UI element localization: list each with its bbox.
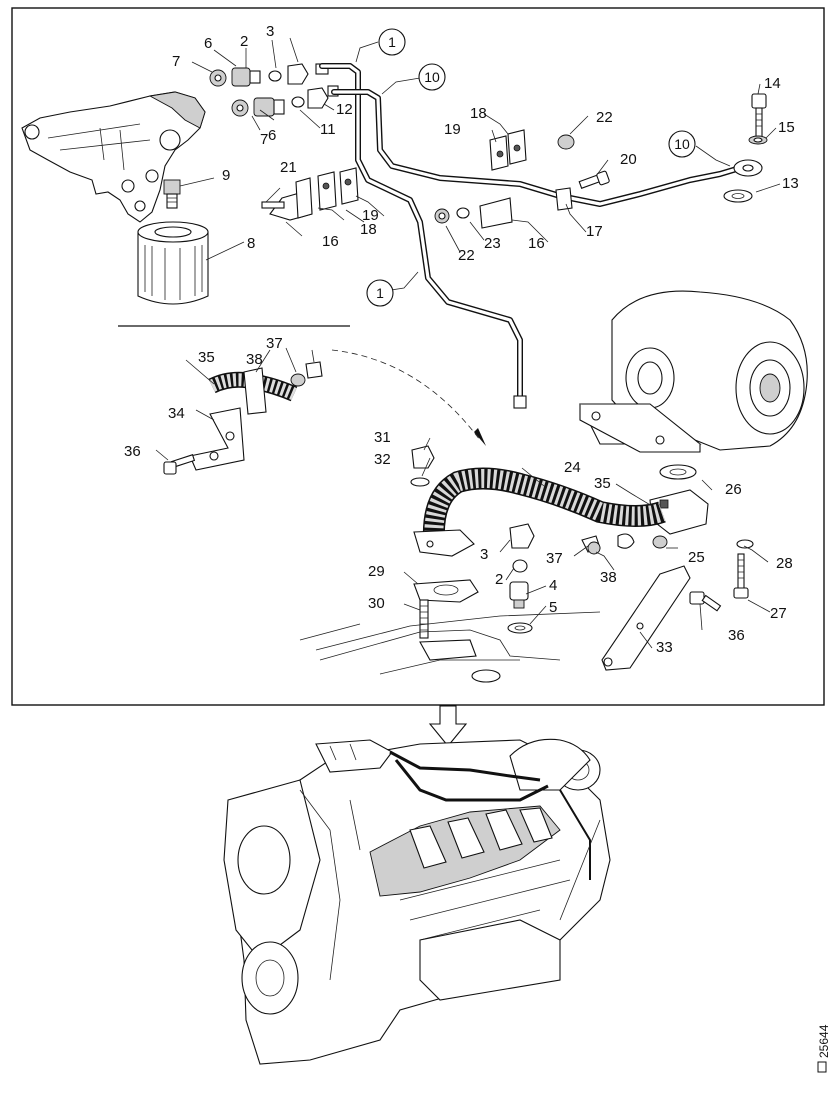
callout-2b: 2	[495, 571, 503, 588]
sub-detail-assembly	[163, 361, 323, 475]
callout-2a: 2	[240, 33, 248, 50]
callout-23: 23	[484, 235, 501, 252]
bolt-27	[733, 539, 754, 599]
oil-pipe-10	[331, 89, 743, 207]
stud-30	[419, 599, 429, 639]
callout-8: 8	[247, 235, 255, 252]
gasket-29	[413, 579, 479, 603]
callout-16a: 16	[322, 233, 339, 250]
callout-25: 25	[688, 549, 705, 566]
circled-callout-10a: 10	[418, 63, 446, 91]
callout-15: 15	[778, 119, 795, 136]
callout-14: 14	[764, 75, 781, 92]
callout-32: 32	[374, 451, 391, 468]
callout-22a: 22	[596, 109, 613, 126]
callout-19a: 19	[444, 121, 461, 138]
callout-7a: 7	[172, 53, 180, 70]
bolt-36-right	[689, 591, 722, 612]
callout-36a: 36	[124, 443, 141, 460]
callout-20: 20	[620, 151, 637, 168]
callout-34: 34	[168, 405, 185, 422]
svg-text:10: 10	[424, 69, 440, 85]
support-bracket-33	[601, 565, 691, 671]
svg-text:1: 1	[376, 285, 384, 301]
callout-31: 31	[374, 429, 391, 446]
callout-17: 17	[586, 223, 603, 240]
oil-pipe-1	[319, 63, 527, 409]
clamp-bracket-right	[434, 170, 610, 229]
turbocharger-detail	[579, 290, 808, 453]
callout-6a: 6	[204, 35, 212, 52]
oil-filter-housing	[21, 91, 206, 223]
oil-filter	[137, 221, 209, 305]
filter-nipple	[163, 179, 181, 209]
callout-35a: 35	[198, 349, 215, 366]
callout-9: 9	[222, 167, 230, 184]
svg-text:1: 1	[388, 34, 396, 50]
locator-arrow	[428, 705, 468, 747]
detail-frame	[11, 7, 825, 706]
callout-37a: 37	[266, 335, 283, 352]
callout-18b: 18	[360, 221, 377, 238]
crankcase-outline	[299, 611, 601, 683]
callout-38a: 38	[246, 351, 263, 368]
callout-24: 24	[564, 459, 581, 476]
circled-callout-10b: 10	[668, 130, 696, 158]
callout-27: 27	[770, 605, 787, 622]
callout-21: 21	[280, 159, 297, 176]
callout-16b: 16	[528, 235, 545, 252]
callout-3b: 3	[480, 546, 488, 563]
callout-26: 26	[725, 481, 742, 498]
gasket-26	[659, 464, 697, 480]
callout-11: 11	[320, 121, 336, 138]
callout-19b: 19	[362, 207, 379, 224]
banjo-connection	[723, 159, 763, 203]
figure-reference-number: 25644	[817, 1024, 831, 1058]
engine-overview	[223, 738, 611, 1065]
fitting-stack-center	[507, 523, 535, 634]
callout-7b: 7	[260, 131, 268, 148]
callout-38b: 38	[600, 569, 617, 586]
callout-3a: 3	[266, 23, 274, 40]
callout-37b: 37	[546, 550, 563, 567]
sub-detail-arrow	[331, 349, 481, 441]
callout-33: 33	[656, 639, 673, 656]
callout-6b: 6	[268, 127, 276, 144]
callout-29: 29	[368, 563, 385, 580]
fittings-upper-row	[209, 63, 329, 87]
callout-18a: 18	[470, 105, 487, 122]
leader-lines	[155, 37, 781, 649]
circled-callout-1b: 1	[366, 279, 394, 307]
callout-4: 4	[549, 577, 557, 594]
callout-28: 28	[776, 555, 793, 572]
callout-12: 12	[336, 101, 353, 118]
figure-reference-mark	[817, 1061, 827, 1073]
callout-36b: 36	[728, 627, 745, 644]
circled-callout-1a: 1	[378, 28, 406, 56]
sub-detail-arrowhead	[474, 428, 486, 446]
callout-35b: 35	[594, 475, 611, 492]
nut-31	[410, 445, 435, 487]
clamp-bracket-upper	[489, 129, 575, 171]
callout-13: 13	[782, 175, 799, 192]
svg-text:10: 10	[674, 136, 690, 152]
callout-labels: 2 2 3 3 4 5 6 6 7 7 8 9 11 12 13 14 15 1…	[124, 23, 799, 656]
banjo-bolt	[748, 93, 768, 145]
clamp-bracket-middle	[261, 167, 359, 221]
callout-30: 30	[368, 595, 385, 612]
fittings-lower-row	[231, 85, 339, 117]
callout-5: 5	[549, 599, 557, 616]
return-hose	[413, 467, 666, 557]
callout-22b: 22	[458, 247, 475, 264]
clamp-37-38	[581, 533, 668, 555]
